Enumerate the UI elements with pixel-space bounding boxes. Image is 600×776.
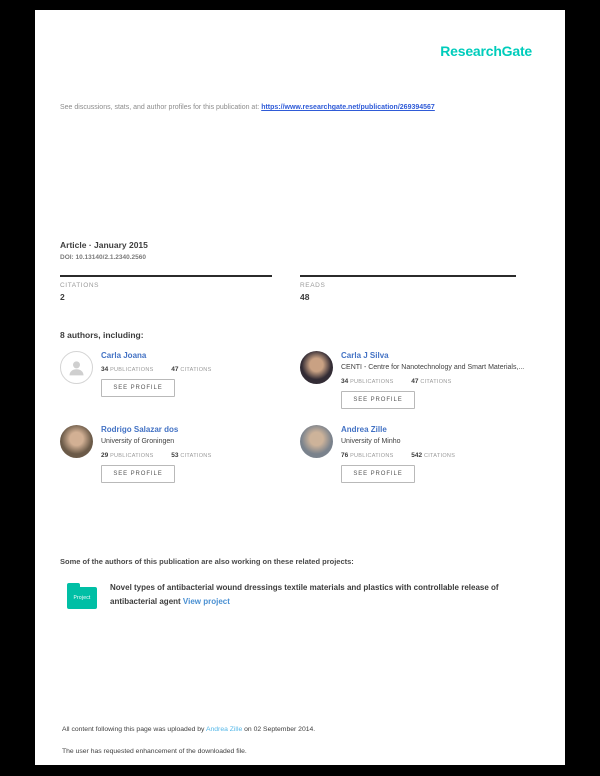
article-doi: DOI: 10.13140/2.1.2340.2560 [60, 254, 147, 261]
upload-notice: All content following this page was uplo… [62, 726, 315, 733]
publications-count: 76 [341, 451, 349, 459]
see-profile-button[interactable]: SEE PROFILE [101, 379, 175, 397]
reads-metric: READS 48 [300, 275, 516, 302]
discussion-line: See discussions, stats, and author profi… [60, 104, 550, 111]
publications-label: PUBLICATIONS [110, 452, 154, 459]
publications-count: 34 [101, 366, 109, 373]
author-card: Carla Joana 34 PUBLICATIONS 47 CITATIONS… [60, 351, 300, 409]
citations-label: CITATIONS [180, 452, 212, 459]
author-info: Carla J Silva CENTI - Centre for Nanotec… [341, 351, 531, 409]
publications-label: PUBLICATIONS [350, 452, 394, 459]
researchgate-logo: ResearchGate [440, 43, 532, 59]
author-photo [300, 424, 333, 458]
author-stats: 29 PUBLICATIONS 53 CITATIONS [101, 452, 212, 459]
author-info: Andrea Zille University of Minho 76 PUBL… [341, 425, 531, 483]
enhancement-notice: The user has requested enhancement of th… [62, 748, 247, 755]
reads-value: 48 [300, 292, 310, 302]
author-card: Andrea Zille University of Minho 76 PUBL… [300, 424, 540, 483]
author-affiliation: CENTI - Centre for Nanotechnology and Sm… [341, 364, 525, 371]
see-profile-button[interactable]: SEE PROFILE [341, 464, 415, 483]
view-project-link[interactable]: View project [182, 596, 230, 606]
author-info: Carla Joana 34 PUBLICATIONS 47 CITATIONS… [101, 351, 291, 409]
citations-label: CITATIONS [420, 378, 452, 385]
publications-label: PUBLICATIONS [110, 367, 154, 373]
project-folder-label: Project [73, 595, 91, 601]
related-projects-heading: Some of the authors of this publication … [60, 557, 354, 566]
publications-count: 34 [341, 377, 349, 385]
author-affiliation: University of Minho [341, 437, 401, 445]
author-card: Carla J Silva CENTI - Centre for Nanotec… [300, 351, 540, 409]
see-profile-button[interactable]: SEE PROFILE [101, 464, 175, 483]
citations-count: 542 [411, 451, 423, 459]
citations-label: CITATIONS [423, 452, 456, 459]
upload-notice-prefix: All content following this page was uplo… [62, 726, 205, 733]
citations-count: 53 [171, 451, 179, 459]
citations-label: CITATIONS [60, 282, 100, 289]
citations-count: 47 [411, 377, 419, 385]
author-name-link[interactable]: Carla Joana [101, 351, 147, 360]
publication-link[interactable]: https://www.researchgate.net/publication… [261, 104, 435, 111]
author-card: Rodrigo Salazar dos University of Gronin… [60, 424, 300, 483]
author-stats: 76 PUBLICATIONS 542 CITATIONS [341, 452, 455, 459]
project-description: Novel types of antibacterial wound dress… [110, 581, 510, 609]
author-name-link[interactable]: Carla J Silva [341, 351, 389, 360]
metrics-row: CITATIONS 2 READS 48 [60, 275, 541, 315]
publications-count: 29 [101, 451, 109, 459]
author-info: Rodrigo Salazar dos University of Gronin… [101, 425, 291, 483]
author-photo [300, 351, 333, 384]
author-stats: 34 PUBLICATIONS 47 CITATIONS [341, 378, 452, 385]
project-title: Novel types of antibacterial wound dress… [110, 583, 499, 606]
project-item: Project Novel types of antibacterial wou… [67, 581, 532, 609]
pdf-cover-page: ResearchGate See discussions, stats, and… [35, 10, 565, 765]
authors-heading: 8 authors, including: [60, 330, 144, 340]
upload-notice-suffix: on 02 September 2014. [244, 726, 316, 733]
citations-label: CITATIONS [180, 367, 212, 373]
author-photo [60, 424, 93, 458]
authors-grid: Carla Joana 34 PUBLICATIONS 47 CITATIONS… [60, 351, 540, 483]
citations-count: 47 [171, 366, 179, 373]
see-profile-button[interactable]: SEE PROFILE [341, 390, 415, 409]
discussion-prefix: See discussions, stats, and author profi… [60, 104, 260, 111]
author-stats: 34 PUBLICATIONS 47 CITATIONS [101, 366, 212, 373]
citations-metric: CITATIONS 2 [60, 275, 272, 302]
reads-label: READS [300, 282, 326, 289]
project-folder-icon: Project [67, 583, 97, 609]
publications-label: PUBLICATIONS [350, 378, 394, 385]
author-name-link[interactable]: Rodrigo Salazar dos [101, 424, 179, 434]
uploader-link[interactable]: Andrea Zille [205, 726, 243, 733]
author-name-link[interactable]: Andrea Zille [341, 424, 387, 434]
author-affiliation: University of Groningen [101, 437, 175, 445]
article-type-date: Article · January 2015 [60, 240, 148, 250]
default-avatar-icon [60, 351, 93, 384]
citations-value: 2 [60, 292, 65, 302]
